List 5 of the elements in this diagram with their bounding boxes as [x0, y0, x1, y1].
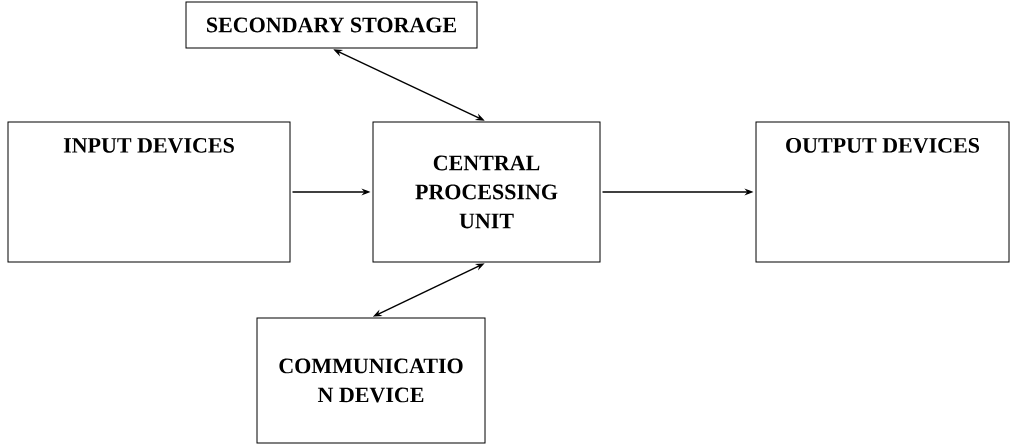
process-box: CENTRAL PROCESSING UNIT	[372, 121, 601, 263]
process-box: COMMUNICATIO N DEVICE	[256, 317, 486, 444]
process-box: SECONDARY STORAGE	[185, 1, 478, 49]
process-box: INPUT DEVICES	[7, 121, 291, 263]
process-box: OUTPUT DEVICES	[755, 121, 1010, 263]
